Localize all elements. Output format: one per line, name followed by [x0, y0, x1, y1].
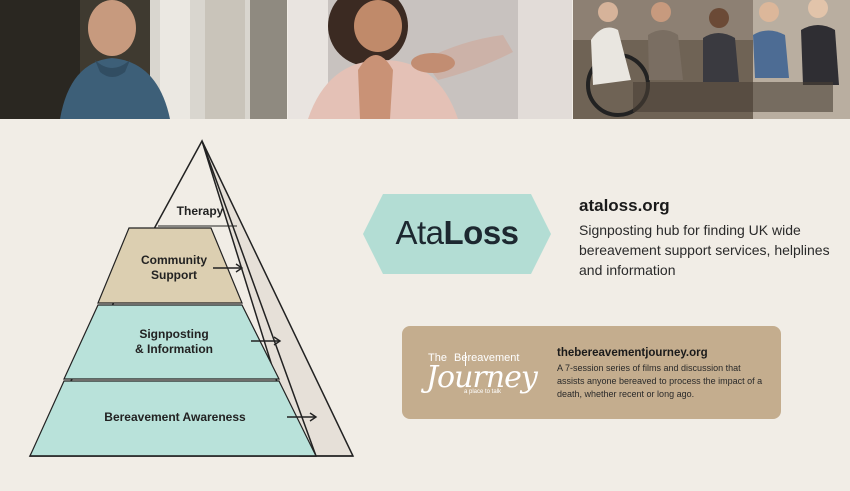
- bereavement-journey-logo: The Bereavement Journey a place to talk: [426, 352, 538, 395]
- pyramid-level-bereavement-awareness: Bereavement Awareness: [104, 410, 246, 424]
- bereavement-journey-card: The Bereavement Journey a place to talk …: [402, 326, 781, 419]
- photo-strip: [0, 0, 850, 119]
- bereavement-journey-description: A 7-session series of films and discussi…: [557, 363, 763, 399]
- ataloss-url[interactable]: ataloss.org: [579, 196, 670, 215]
- support-pyramid: Therapy Community Support Signposting & …: [0, 119, 380, 486]
- ataloss-logo: AtaLoss: [395, 214, 519, 251]
- bereavement-journey-url[interactable]: thebereavementjourney.org: [557, 347, 708, 359]
- pyramid-level-community-support: Community Support: [141, 253, 207, 282]
- ataloss-logo-badge: [363, 194, 551, 274]
- support-group-photo: [573, 0, 850, 119]
- ataloss-info: ataloss.org Signposting hub for finding …: [579, 196, 839, 280]
- pyramid-level-signposting: Signposting & Information: [135, 327, 213, 356]
- ataloss-description: Signposting hub for finding UK wide bere…: [579, 222, 830, 278]
- elderly-man-photo: [0, 0, 287, 119]
- pyramid-level-therapy: Therapy: [176, 204, 224, 218]
- grieving-woman-photo: [288, 0, 572, 119]
